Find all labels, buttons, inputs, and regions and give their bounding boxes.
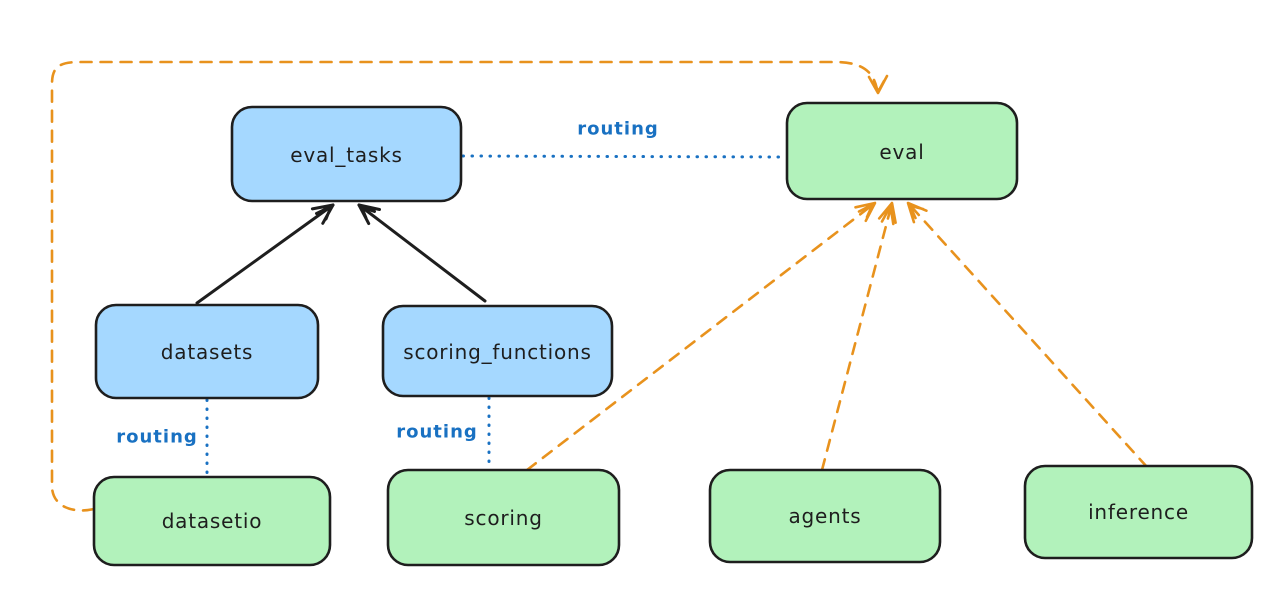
edge-datasetio-to-eval-arrowhead (867, 74, 889, 95)
node-scoring-functions: scoring_functions (381, 304, 614, 398)
node-agents-label: agents (789, 504, 862, 528)
edge-scoring_functions-to-eval_tasks-arrowhead (357, 203, 381, 226)
node-datasets: datasets (94, 303, 320, 400)
edge-eval_tasks-to-eval: routing (461, 119, 787, 159)
edge-scoring_functions-to-scoring: routing (396, 396, 491, 468)
edge-datasets-to-eval_tasks-arrowhead (310, 203, 335, 225)
node-datasets-box (94, 303, 320, 400)
edge-inference-to-eval-line (906, 201, 1149, 469)
node-eval: eval (785, 101, 1019, 201)
edge-scoring_functions-to-eval_tasks (357, 203, 487, 303)
node-datasetio: datasetio (92, 475, 332, 567)
node-agents-box (708, 468, 942, 564)
edge-scoring-to-eval (525, 201, 877, 472)
routing-label-left: routing (116, 427, 198, 448)
edge-datasetio-to-eval (50, 60, 889, 512)
routing-label-middle: routing (396, 422, 478, 443)
node-scoring-functions-label: scoring_functions (403, 340, 592, 364)
node-datasets-label: datasets (161, 340, 253, 364)
edge-datasets-to-datasetio: routing (116, 398, 209, 476)
edge-agents-to-eval-line (820, 201, 894, 472)
node-inference-label: inference (1088, 500, 1189, 524)
node-datasetio-label: datasetio (162, 509, 263, 533)
edge-datasets-to-eval_tasks-line (195, 203, 335, 305)
node-agents: agents (708, 468, 942, 564)
node-scoring-label: scoring (464, 506, 542, 530)
node-eval-tasks: eval_tasks (230, 105, 463, 203)
node-scoring-box (386, 468, 621, 567)
routing-label-top: routing (577, 119, 659, 140)
edge-scoring_functions-to-eval_tasks-line (357, 203, 487, 303)
node-scoring: scoring (386, 468, 621, 567)
edge-eval_tasks-to-eval-line (461, 154, 787, 159)
edge-scoring-to-eval-arrowhead (854, 201, 877, 223)
edge-scoring-to-eval-line (525, 201, 877, 472)
node-datasetio-box (92, 475, 332, 567)
edge-inference-to-eval (906, 201, 1149, 469)
node-inference: inference (1023, 464, 1254, 560)
edge-agents-to-eval (820, 201, 897, 472)
node-eval-label: eval (879, 140, 924, 164)
node-scoring-functions-box (381, 304, 614, 398)
node-eval-box (785, 101, 1019, 201)
node-eval-tasks-label: eval_tasks (290, 143, 402, 167)
edge-datasetio-to-eval-line (50, 60, 880, 512)
edge-datasets-to-eval_tasks (195, 203, 335, 305)
node-inference-box (1023, 464, 1254, 560)
node-eval-tasks-box (230, 105, 463, 203)
edge-agents-to-eval-arrowhead (877, 201, 897, 226)
edge-inference-to-eval-arrowhead (906, 201, 928, 224)
